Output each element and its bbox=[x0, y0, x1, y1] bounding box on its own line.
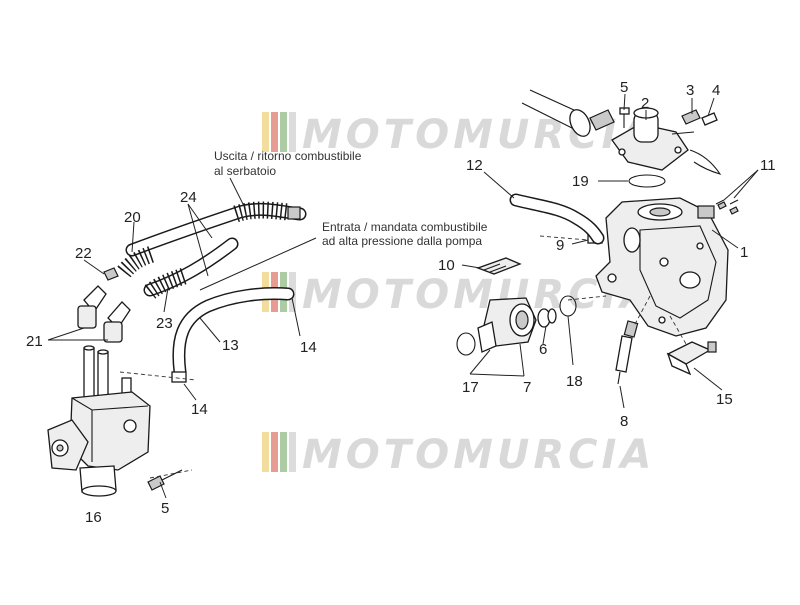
alignment-lines bbox=[119, 235, 687, 479]
callout-21: 21 bbox=[26, 333, 43, 350]
callout-5-top: 5 bbox=[620, 79, 628, 96]
watermark-middle: MOTOMURCIA bbox=[262, 272, 655, 318]
watermark-stripe bbox=[289, 112, 296, 152]
return-line-note: Uscita / ritorno combustibile al serbato… bbox=[214, 149, 365, 178]
part-10-bracket bbox=[476, 257, 522, 275]
callout-22: 22 bbox=[75, 245, 92, 262]
part-12-hose bbox=[509, 193, 605, 245]
part-20-corrugated-hose bbox=[117, 245, 155, 278]
part-3-screw bbox=[681, 109, 701, 125]
part-6-seal bbox=[537, 308, 557, 328]
callout-7: 7 bbox=[523, 379, 531, 396]
callout-9: 9 bbox=[556, 237, 564, 254]
part-7-pump-body bbox=[477, 297, 537, 353]
part-24-hose-upper bbox=[125, 201, 307, 257]
callout-8: 8 bbox=[620, 413, 628, 430]
watermark-bottom: MOTOMURCIA bbox=[262, 432, 655, 478]
callout-10: 10 bbox=[438, 257, 455, 274]
watermark-stripe bbox=[271, 112, 278, 152]
callout-1: 1 bbox=[740, 244, 748, 261]
callout-23: 23 bbox=[156, 315, 173, 332]
part-5-bolt-bottom bbox=[147, 469, 183, 491]
part-16-fuel-block bbox=[47, 345, 151, 497]
part-1-thermostat-housing bbox=[595, 197, 739, 337]
part-19-o-ring bbox=[628, 174, 666, 188]
part-2-thermostat-cover bbox=[521, 89, 722, 175]
callout-4: 4 bbox=[712, 82, 720, 99]
watermark-text: MOTOMURCIA bbox=[302, 432, 655, 478]
callout-13: 13 bbox=[222, 337, 239, 354]
callout-15: 15 bbox=[716, 391, 733, 408]
callout-18: 18 bbox=[566, 373, 583, 390]
return-line-note-line: Uscita / ritorno combustibile bbox=[214, 149, 362, 163]
delivery-line-note-line: Entrata / mandata combustibile bbox=[322, 220, 488, 234]
watermark-stripe bbox=[262, 112, 269, 152]
part-17-o-ring bbox=[456, 332, 476, 356]
callout-19: 19 bbox=[572, 173, 589, 190]
callout-2: 2 bbox=[641, 95, 649, 112]
callout-14-right: 14 bbox=[300, 339, 317, 356]
delivery-line-note-line: ad alta pressione dalla pompa bbox=[322, 234, 482, 248]
part-4-fitting bbox=[701, 112, 718, 126]
callout-5-bottom: 5 bbox=[161, 500, 169, 517]
leader-lines bbox=[47, 93, 759, 499]
watermark-text: MOTOMURCIA bbox=[302, 272, 655, 318]
watermark-stripe bbox=[280, 112, 287, 152]
callout-16: 16 bbox=[85, 509, 102, 526]
delivery-line-note: Entrata / mandata combustibile ad alta p… bbox=[322, 220, 491, 248]
part-8-sensor bbox=[615, 320, 639, 385]
callout-20: 20 bbox=[124, 209, 141, 226]
part-13-hose bbox=[172, 287, 295, 379]
callout-3: 3 bbox=[686, 82, 694, 99]
watermark-stripe bbox=[280, 432, 287, 472]
callout-14-left: 14 bbox=[191, 401, 208, 418]
part-22-fitting bbox=[103, 267, 119, 281]
callout-11: 11 bbox=[760, 157, 776, 174]
part-21-elbow-fittings bbox=[77, 285, 131, 343]
return-line-note-line: al serbatoio bbox=[214, 164, 276, 178]
part-24-hose-lower bbox=[143, 237, 239, 299]
part-11-screws bbox=[717, 201, 739, 215]
callout-12: 12 bbox=[466, 157, 483, 174]
callout-24: 24 bbox=[180, 189, 197, 206]
part-15-sensor bbox=[666, 341, 717, 376]
watermark-stripe bbox=[271, 432, 278, 472]
part-14-clamp bbox=[171, 371, 187, 383]
watermark-stripe bbox=[262, 432, 269, 472]
callout-17: 17 bbox=[462, 379, 479, 396]
callout-6: 6 bbox=[539, 341, 547, 358]
watermark-stripe bbox=[289, 432, 296, 472]
